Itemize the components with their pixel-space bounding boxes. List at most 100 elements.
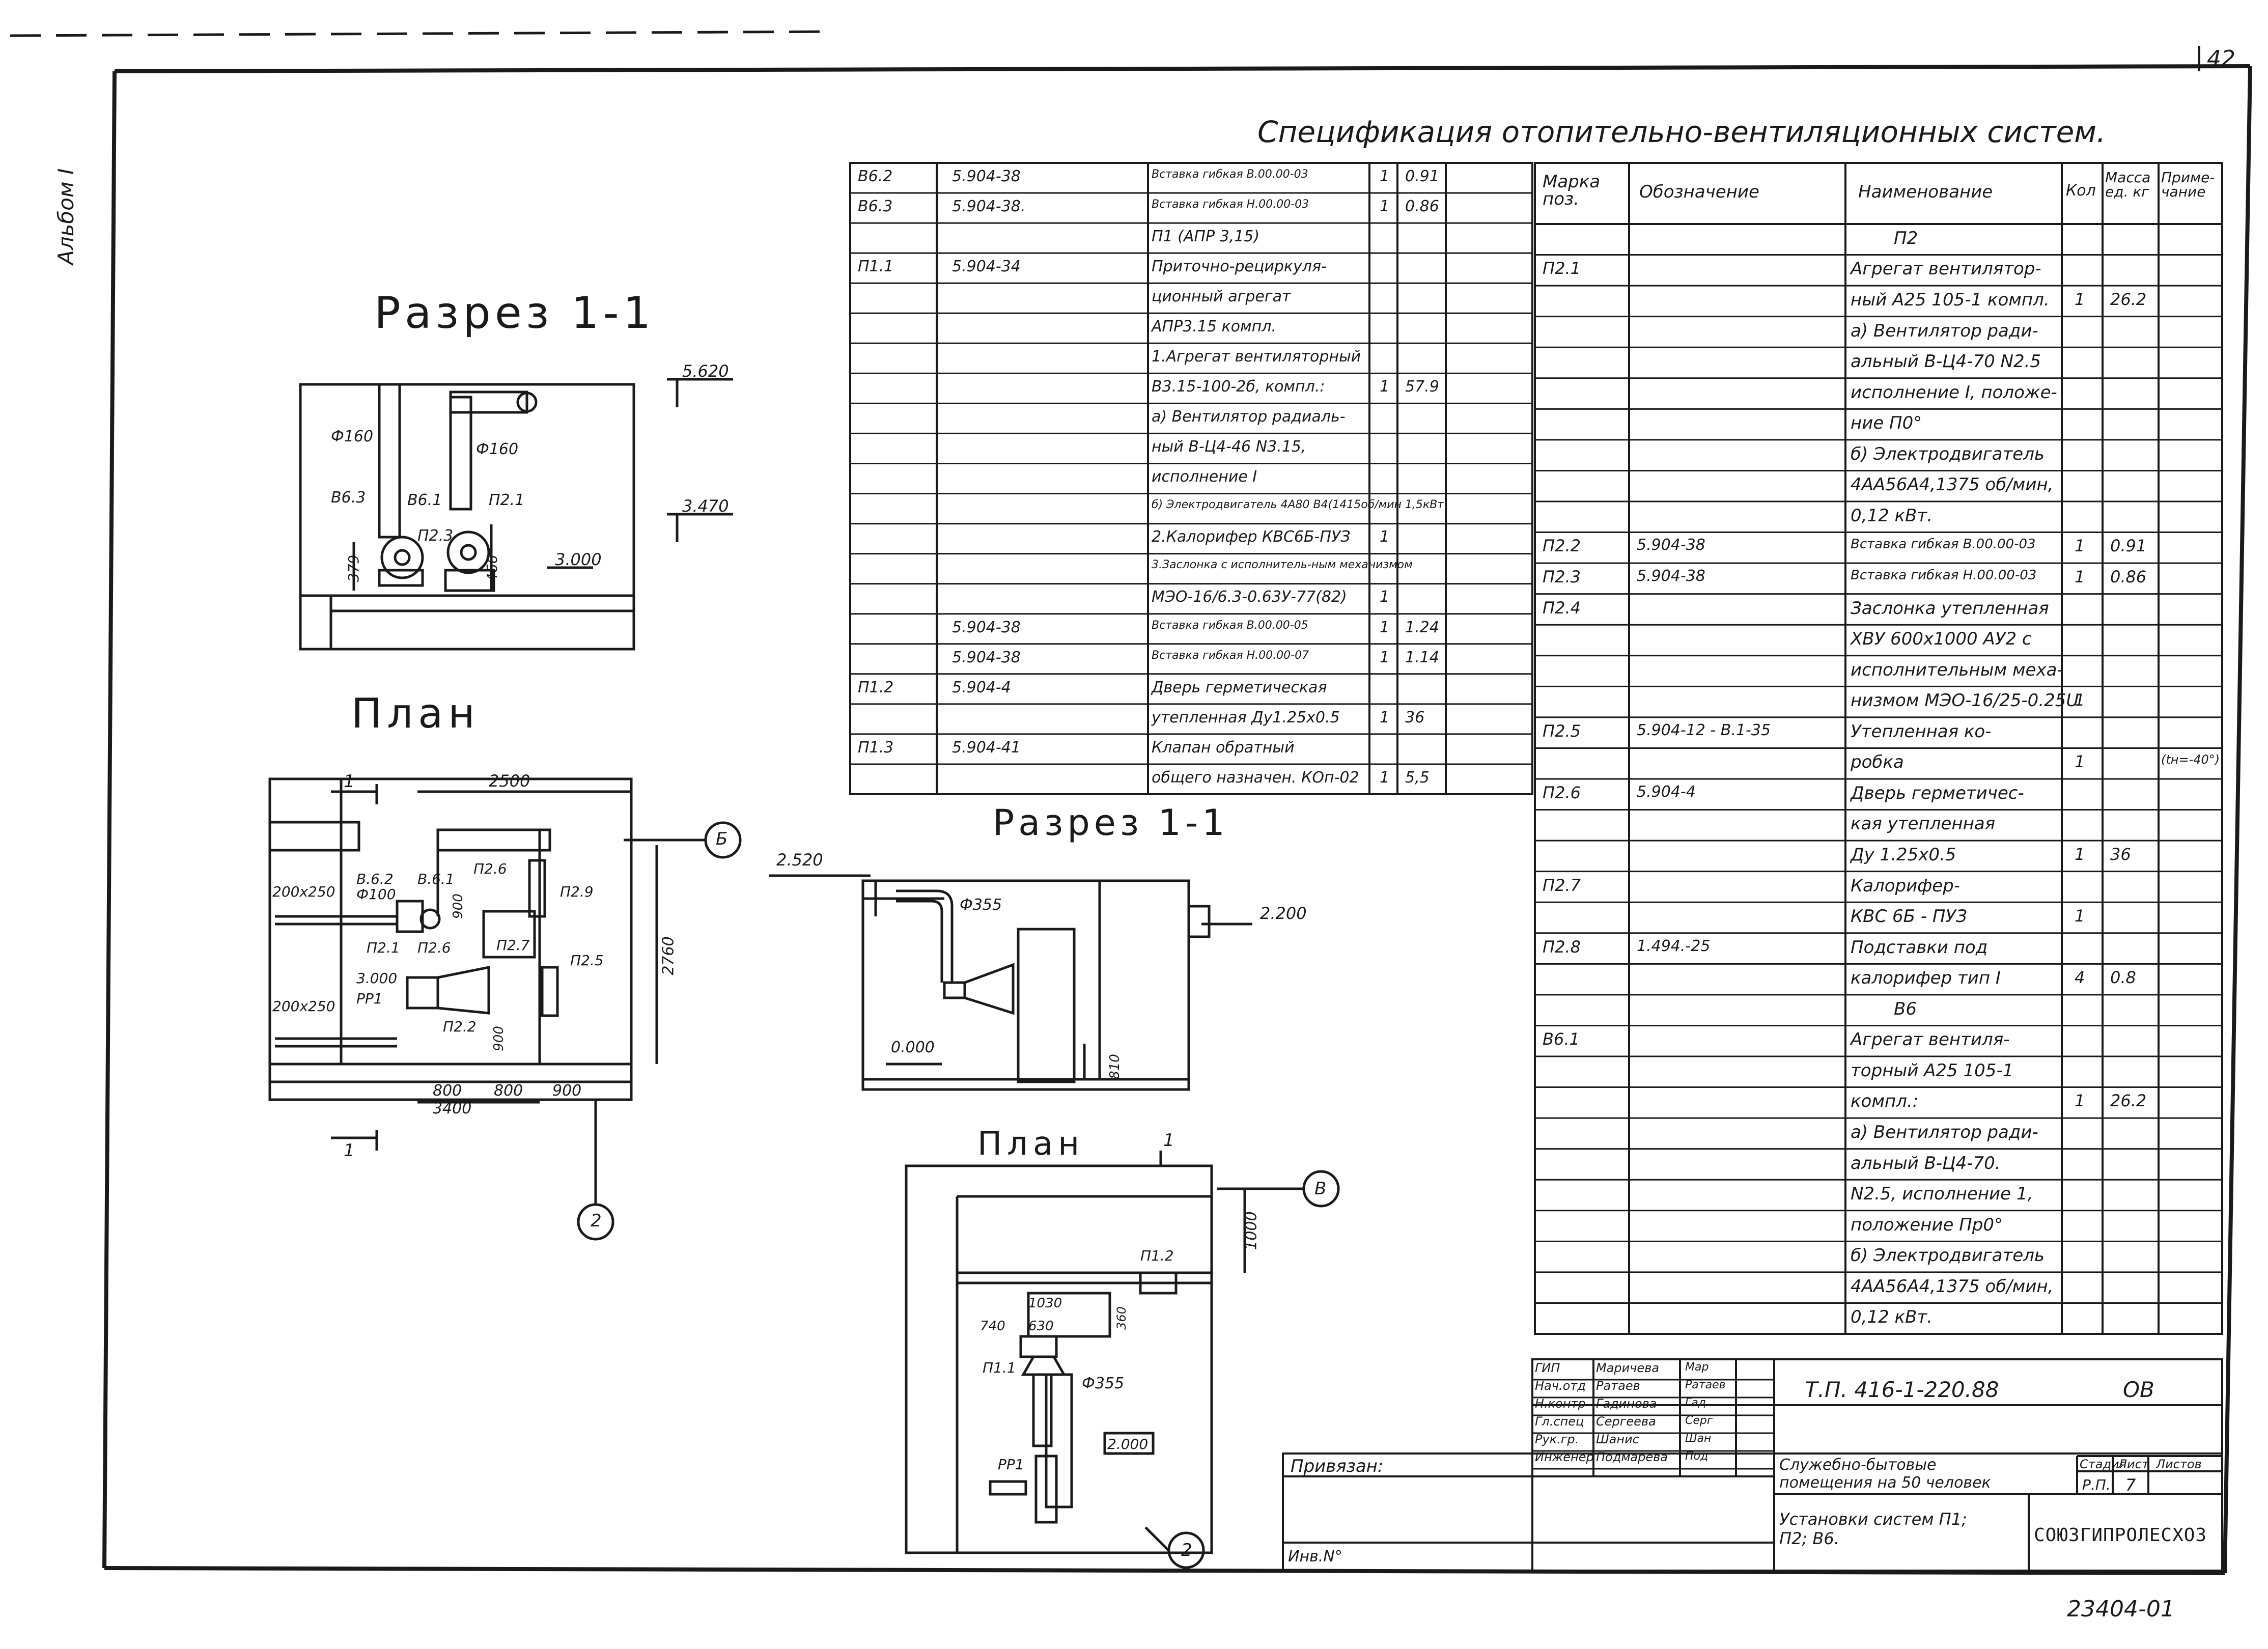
lt-name: В3.15-100-2б, компл.:: [1152, 378, 1325, 396]
rt-name: Вставка гибкая В.00.00-03: [1851, 537, 2036, 552]
rt-header-qty: Кол: [2066, 182, 2096, 200]
lt-qty: 1: [1380, 618, 1390, 636]
rt-name: 4АА56А4,1375 об/мин,: [1851, 1276, 2054, 1297]
rt-name: 0,12 кВт.: [1851, 1307, 1933, 1328]
rt-mark: П2.2: [1543, 536, 1581, 556]
binding-label: Привязан:: [1291, 1456, 1384, 1476]
plan-left-p26a: П2.6: [473, 860, 507, 877]
rt-name: ХВУ 600х1000 АУ2 с: [1851, 629, 2032, 650]
lt-mark: П1.1: [858, 257, 894, 275]
stage-value: Р.П.: [2082, 1476, 2111, 1493]
sec-left-b63: В6.3: [331, 489, 366, 507]
plan-left-b62: В.6.2: [356, 871, 394, 887]
lt-name: 3.Заслонка с исполнитель-ным механизмом: [1152, 558, 1413, 572]
rt-qty: 1: [2075, 752, 2085, 772]
rt-name: Заслонка утепленная: [1851, 598, 2049, 619]
rt-header-note: Приме-чание: [2161, 169, 2215, 200]
lt-mark: В6.2: [858, 167, 893, 185]
lt-name: а) Вентилятор радиаль-: [1152, 408, 1346, 426]
staff-name: Маричева: [1596, 1361, 1660, 1375]
lt-qty: 1: [1380, 378, 1390, 396]
lt-mass: 5,5: [1405, 768, 1430, 787]
rt-mass: 0.8: [2110, 968, 2136, 988]
lt-name: П1 (АПР 3,15): [1152, 227, 1260, 245]
rt-name: б) Электродвигатель: [1851, 443, 2045, 464]
lt-mass: 0.91: [1405, 167, 1439, 185]
staff-name: Гадинова: [1596, 1396, 1657, 1411]
rt-doc: 5.904-12 - В.1-35: [1637, 721, 1771, 739]
lt-qty: 1: [1380, 167, 1390, 185]
plan-left-axis-1-top: 1: [344, 771, 355, 792]
rt-name: Подставки под: [1851, 937, 1988, 958]
sec-mid-elev-floor: 0.000: [891, 1039, 935, 1056]
sheet-title: Установки систем П1; П2; В6.: [1779, 1510, 1967, 1548]
rt-mark: В6.1: [1543, 1029, 1580, 1049]
plan-left-d100: Ф100: [356, 886, 396, 903]
sec-left-d1: Ф160: [331, 428, 374, 445]
staff-name: Сергеева: [1596, 1414, 1656, 1429]
rt-mark: П2.4: [1543, 598, 1581, 618]
rt-mark: П2.3: [1543, 567, 1581, 586]
rt-name: Вставка гибкая Н.00.00-03: [1851, 568, 2037, 583]
lt-qty: 1: [1380, 648, 1390, 666]
plan-left-dim-3400: 3400: [433, 1100, 472, 1117]
rt-name: Дверь герметичес-: [1851, 782, 2024, 803]
plan-left-p22: П2.2: [443, 1018, 477, 1035]
lt-name: утепленная Ду1.25х0.5: [1152, 708, 1340, 726]
rt-mass: 36: [2110, 845, 2131, 864]
rt-name: торный А25 105-1: [1851, 1060, 2014, 1081]
plan-left-elev: 3.000: [356, 970, 398, 987]
rt-header-mark: Марка поз.: [1543, 172, 1601, 209]
rt-name: альный В-Ц4-70 N2.5: [1851, 351, 2041, 372]
rt-doc: 5.904-38: [1637, 567, 1705, 585]
staff-sign: Серг: [1685, 1414, 1713, 1427]
lt-doc: 5.904-4: [952, 678, 1011, 696]
sec-left-elev-floor: 3.000: [555, 550, 602, 569]
rt-mark: П2.5: [1543, 721, 1581, 741]
lt-name: Вставка гибкая Н.00.00-03: [1152, 198, 1309, 211]
rt-qty: 1: [2075, 290, 2085, 309]
staff-sign: Мар: [1685, 1361, 1709, 1374]
lt-mark: П1.2: [858, 678, 894, 696]
plan-left-dim-800b: 800: [494, 1082, 523, 1100]
plan-left-p29: П2.9: [560, 883, 594, 900]
rt-name: альный В-Ц4-70.: [1851, 1153, 2001, 1173]
sheets-label: Листов: [2156, 1457, 2202, 1471]
rt-header-name: Наименование: [1858, 182, 1993, 202]
rt-name: 0,12 кВт.: [1851, 505, 1933, 526]
plan-mid-axis-1: 1: [1163, 1130, 1174, 1151]
lt-name: Дверь герметическая: [1152, 678, 1327, 696]
rt-qty: 1: [2075, 567, 2085, 586]
lt-name: ный В-Ц4-46 N3.15,: [1152, 438, 1306, 456]
rt-name: исполнительным меха-: [1851, 659, 2063, 680]
sec-left-p21: П2.1: [489, 491, 525, 509]
lt-doc: 5.904-41: [952, 738, 1021, 757]
plan-mid-d355: Ф355: [1082, 1375, 1125, 1392]
rt-name: Агрегат вентиля-: [1851, 1029, 2010, 1050]
plan-mid-dim-1030: 1030: [1028, 1296, 1062, 1311]
plan-left-axis-1-bottom: 1: [344, 1140, 355, 1161]
doc-code: Т.П. 416-1-220.88: [1805, 1377, 1999, 1402]
rt-qty: 1: [2075, 845, 2085, 864]
rt-mark: П2.8: [1543, 937, 1581, 957]
lt-name: Приточно-рециркуля-: [1152, 257, 1327, 275]
lt-doc: 5.904-38: [952, 648, 1021, 666]
plan-mid-axis-b: В: [1314, 1179, 1327, 1199]
rt-note: (tн=-40°): [2161, 752, 2220, 767]
sec-left-p23: П2.3: [417, 527, 454, 545]
rt-doc: 5.904-38: [1637, 536, 1705, 554]
page-number: 42: [2207, 46, 2235, 72]
inv-label: Инв.N°: [1288, 1548, 1342, 1566]
rt-name: ный А25 105-1 компл.: [1851, 290, 2050, 310]
lt-doc: 5.904-38: [952, 167, 1021, 185]
plan-left-p26b: П2.6: [417, 939, 451, 956]
rt-qty: 1: [2075, 1091, 2085, 1111]
lt-name: Вставка гибкая В.00.00-05: [1152, 619, 1308, 632]
rt-qty: 1: [2075, 906, 2085, 926]
rt-mass: 0.91: [2110, 536, 2147, 556]
plan-left-dim-900c: 900: [552, 1082, 582, 1100]
plan-mid-dim-740: 740: [980, 1319, 1005, 1334]
